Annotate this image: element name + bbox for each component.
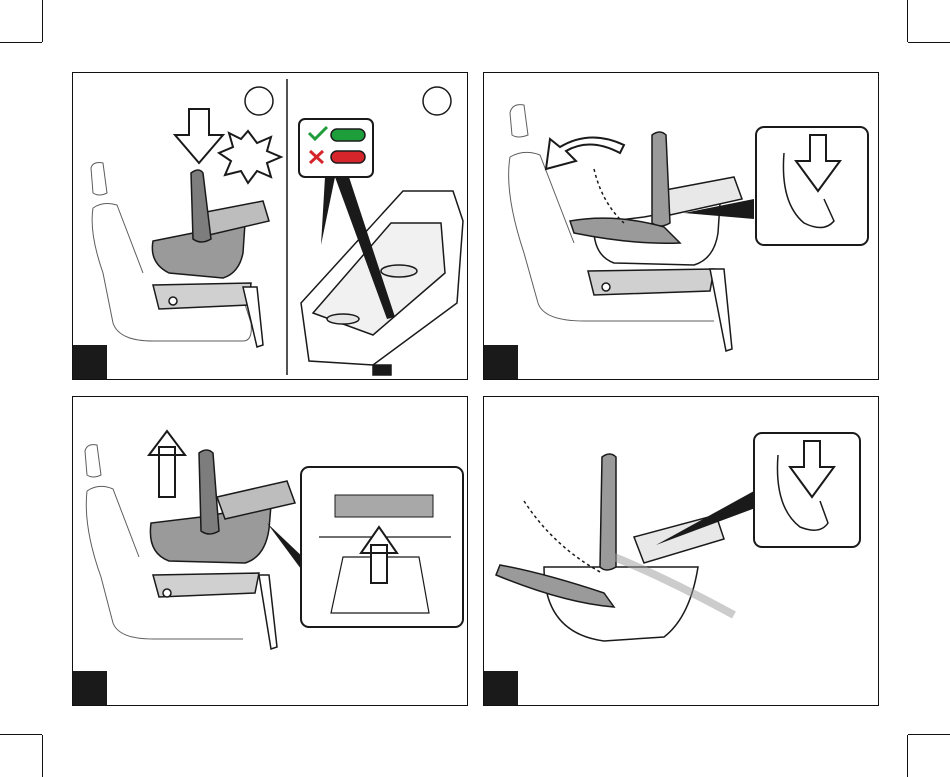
red-indicator [331, 151, 365, 163]
step-number-box [73, 671, 107, 705]
isofix-base [153, 573, 277, 649]
green-indicator [331, 129, 365, 141]
curved-arrow-icon [546, 137, 624, 169]
crop-mark [908, 42, 950, 43]
crop-mark [42, 735, 43, 777]
indicator-box [299, 119, 373, 177]
infant-carrier [570, 132, 742, 265]
step-number-box [484, 671, 518, 705]
instruction-panel-2 [483, 72, 879, 380]
indicator-leader [321, 177, 335, 245]
crop-mark [0, 734, 42, 735]
infant-carrier [496, 454, 734, 641]
panel-4-illustration [484, 397, 879, 706]
infant-carrier [152, 170, 269, 278]
instruction-panel-1 [72, 72, 468, 380]
crop-mark [42, 0, 43, 42]
panel-3-illustration [73, 397, 468, 706]
up-arrow-icon [149, 431, 185, 497]
panel-1-illustration [73, 73, 468, 380]
step-number-box [484, 345, 518, 379]
step-number-box [73, 345, 107, 379]
empty-circle-marker [423, 87, 451, 115]
empty-circle-marker [245, 87, 273, 115]
instruction-panel-4 [483, 396, 879, 706]
crop-mark [908, 734, 950, 735]
click-burst-icon [219, 131, 281, 183]
panel-2-illustration [484, 73, 879, 380]
down-arrow-icon [175, 109, 223, 163]
crop-mark [907, 735, 908, 777]
isofix-base [153, 283, 263, 347]
isofix-base [588, 269, 732, 351]
crop-mark [907, 0, 908, 42]
crop-mark [0, 42, 42, 43]
instruction-panel-3 [72, 396, 468, 706]
